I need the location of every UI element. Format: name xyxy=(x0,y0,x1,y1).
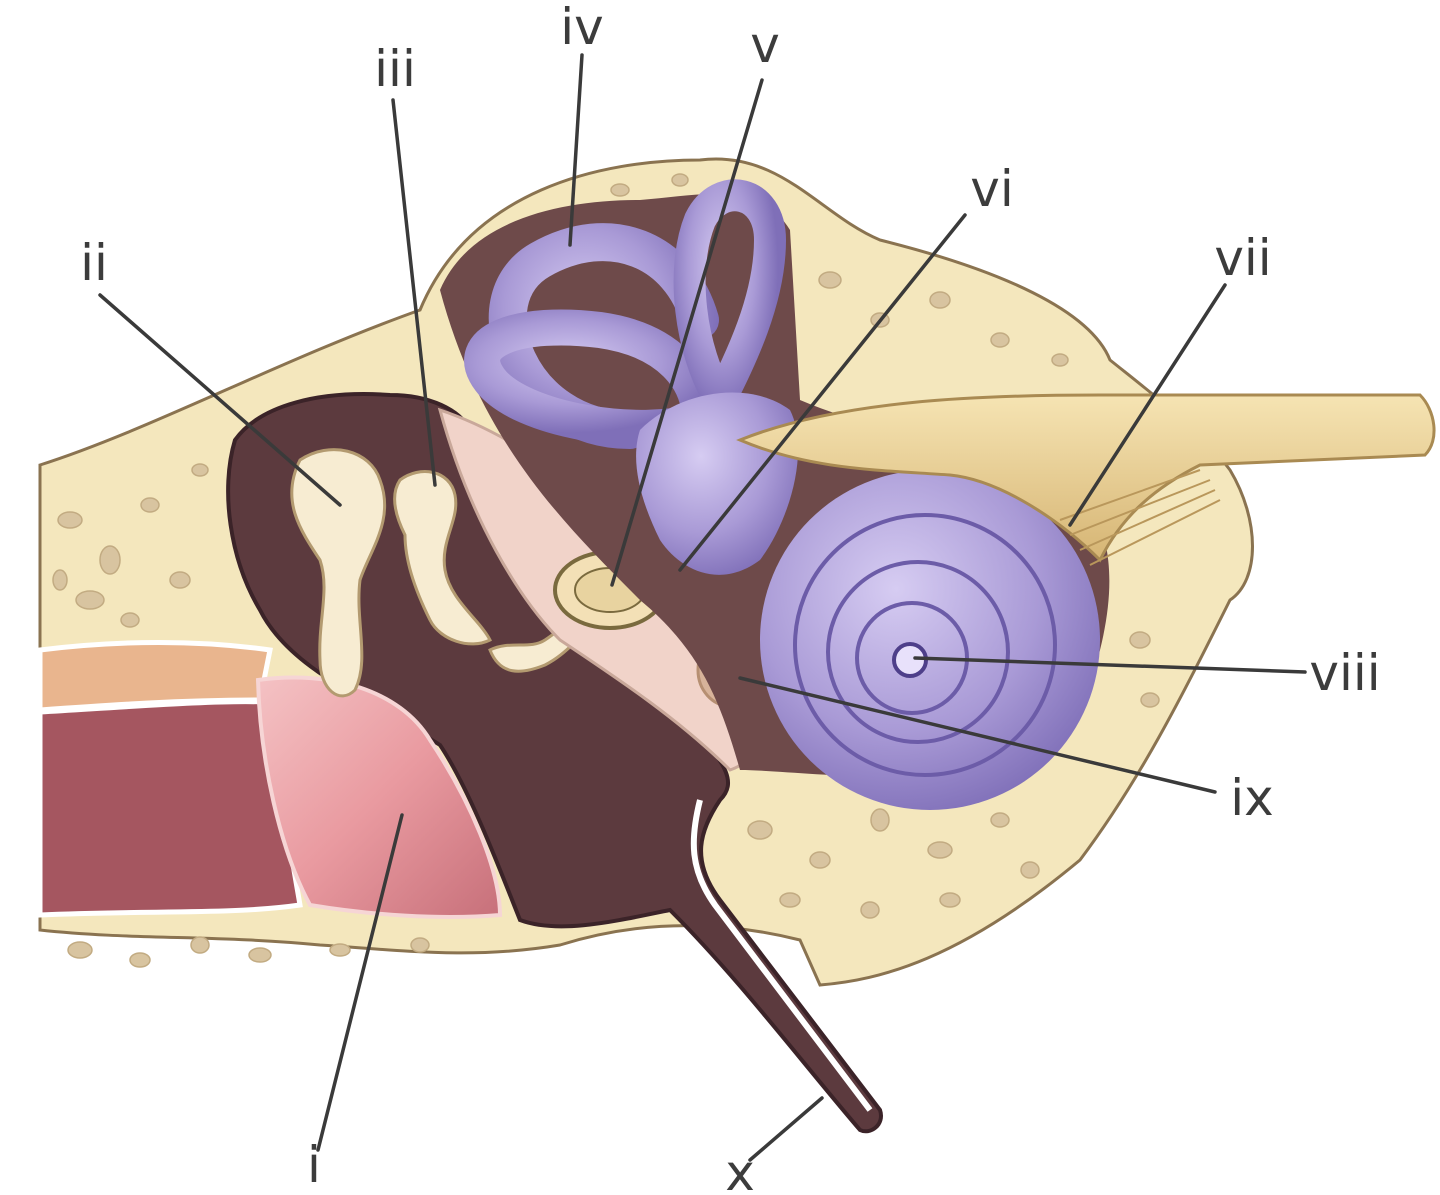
cochlea xyxy=(760,470,1100,810)
leader-iii xyxy=(391,98,437,487)
label-v: v xyxy=(750,16,780,74)
ear-canal-lumen xyxy=(37,699,303,918)
eustachian-tube-edge xyxy=(690,799,873,1112)
vestibulocochlear-nerve xyxy=(736,393,1436,563)
leader-ix xyxy=(738,676,1217,794)
leader-lines xyxy=(98,53,1307,1162)
label-iv: iv xyxy=(560,0,603,56)
leader-viii xyxy=(913,656,1307,674)
leader-ii xyxy=(98,293,342,507)
posterior-canal xyxy=(464,309,718,446)
label-iii: iii xyxy=(374,40,416,98)
eardrum xyxy=(255,675,503,919)
cochlea-turn-1 xyxy=(793,513,1057,777)
cochlea-turn-2 xyxy=(826,560,1010,744)
leader-vii xyxy=(1068,283,1227,527)
label-vii: vii xyxy=(1214,229,1271,287)
cochlea-apex xyxy=(892,642,928,678)
cochlea-body xyxy=(760,470,1100,810)
labels: i ii iii iv v vi vii viii ix x xyxy=(80,0,1381,1195)
leader-vi xyxy=(678,213,967,572)
bone-speckles xyxy=(52,173,1160,968)
leader-x xyxy=(748,1096,824,1162)
malleus xyxy=(290,448,387,698)
nerve-fibers xyxy=(1059,469,1221,566)
label-x: x xyxy=(725,1144,755,1195)
leader-v xyxy=(610,78,764,587)
leader-iv xyxy=(568,53,584,247)
label-ii: ii xyxy=(80,234,108,292)
label-vi: vi xyxy=(970,160,1013,218)
label-ix: ix xyxy=(1230,769,1273,827)
label-i: i xyxy=(307,1136,321,1194)
cochlea-turn-3 xyxy=(855,601,969,715)
leader-i xyxy=(316,813,404,1152)
label-viii: viii xyxy=(1309,644,1380,702)
incus xyxy=(393,470,493,646)
